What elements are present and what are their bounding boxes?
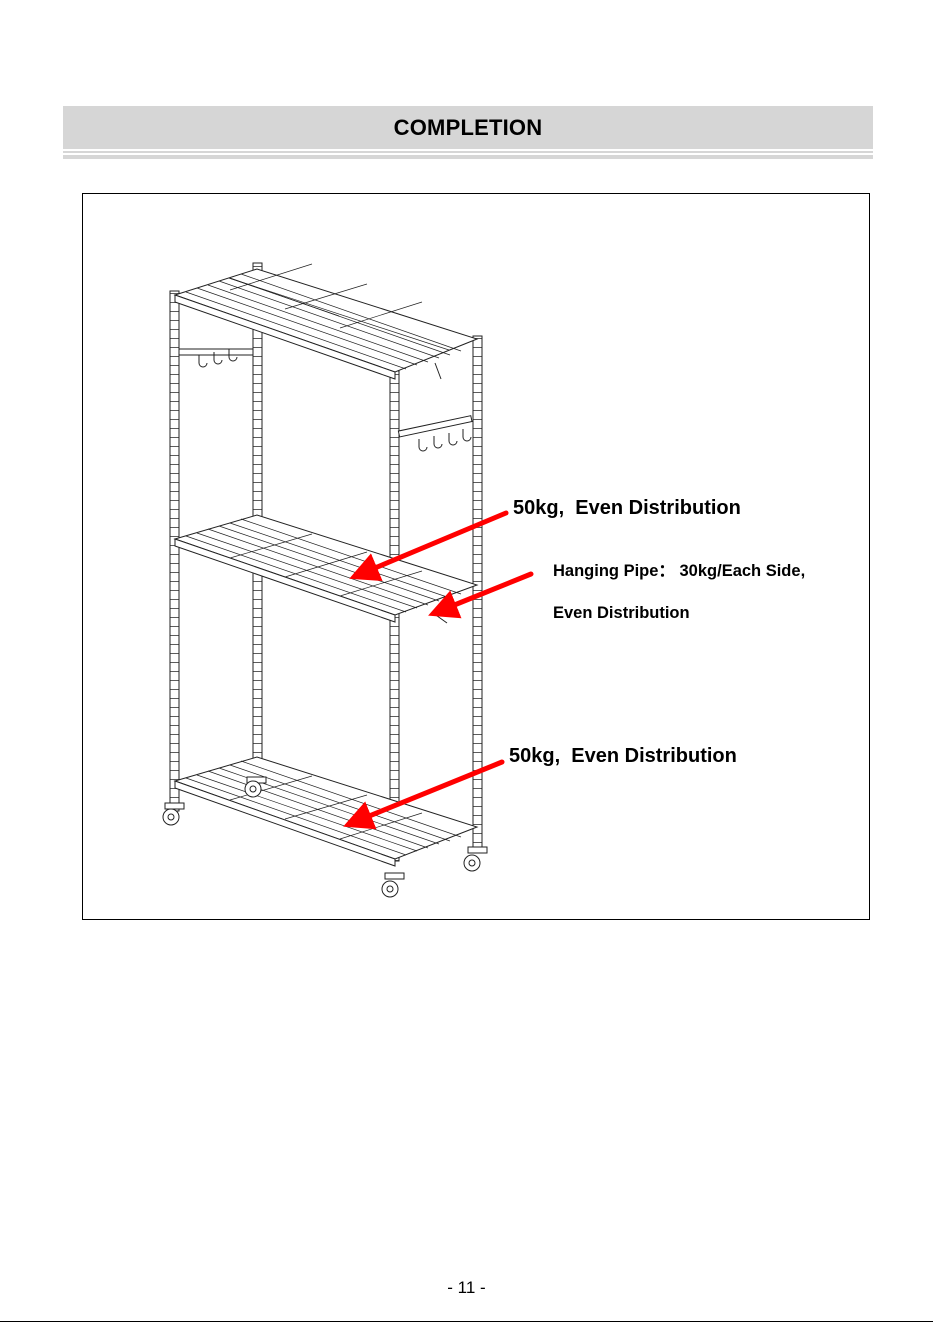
top-shelf-distribution: Even Distribution [575, 497, 741, 519]
section-title-bar: COMPLETION [63, 106, 873, 149]
bottom-shelf-load-label: 50kg, Even Distribution [509, 745, 737, 768]
arrow-top-shelf [363, 513, 506, 573]
title-divider-thin [63, 151, 873, 153]
bottom-shelf-weight: 50kg, [509, 745, 560, 767]
bottom-shelf-distribution: Even Distribution [571, 745, 737, 767]
shelf-bottom [175, 757, 477, 866]
hanging-pipe-right [398, 416, 472, 451]
hanging-pipe-distribution: Even Distribution [553, 604, 690, 623]
title-divider-thick [63, 155, 873, 159]
shelf-top [175, 264, 477, 379]
post-front-left [170, 291, 179, 811]
hanging-pipe-load-label: Hanging Pipe： 30kg/Each Side, [553, 557, 805, 581]
top-shelf-load-label: 50kg, Even Distribution [513, 497, 741, 520]
page-number: - 11 - [0, 1278, 933, 1298]
top-shelf-weight: 50kg, [513, 497, 564, 519]
section-title: COMPLETION [394, 115, 543, 141]
shelf-middle [175, 515, 477, 623]
page-bottom-rule [0, 1321, 933, 1322]
hanging-pipe-left [179, 349, 253, 367]
